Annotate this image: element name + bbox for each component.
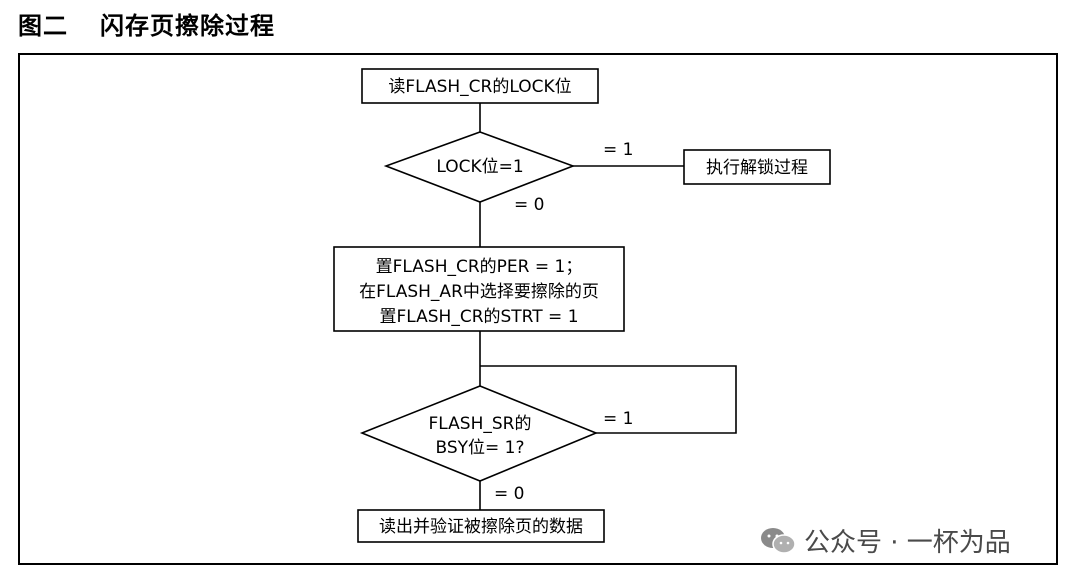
node-lock-decision-label: LOCK位=1	[436, 157, 523, 177]
figure-caption: 闪存页擦除过程	[100, 12, 275, 40]
node-unlock-label: 执行解锁过程	[706, 158, 808, 178]
watermark-text: 公众号 · 一杯为品	[804, 528, 1011, 558]
node-bsy-line-1: FLASH_SR的	[429, 414, 532, 434]
diagram-frame	[18, 53, 1058, 565]
node-read-lock-label: 读FLASH_CR的LOCK位	[388, 77, 571, 97]
edge-bsy-loop	[480, 365, 737, 434]
node-verify: 读出并验证被擦除页的数据	[357, 509, 605, 543]
node-unlock: 执行解锁过程	[683, 149, 831, 185]
figure-title: 图二 闪存页擦除过程	[18, 6, 275, 41]
watermark: 公众号 · 一杯为品	[760, 522, 1011, 559]
edge-label-bsy-yes: = 1	[603, 409, 633, 429]
node-read-lock: 读FLASH_CR的LOCK位	[361, 68, 599, 104]
edge-label-bsy-no: = 0	[494, 484, 524, 504]
node-setup: 置FLASH_CR的PER = 1； 在FLASH_AR中选择要擦除的页 置FL…	[333, 246, 625, 332]
node-verify-label: 读出并验证被擦除页的数据	[379, 517, 583, 537]
edge-label-lock-yes: = 1	[603, 140, 633, 160]
node-bsy-decision: FLASH_SR的 BSY位= 1?	[359, 385, 599, 482]
node-lock-decision: LOCK位=1	[383, 131, 576, 203]
figure-number: 图二	[18, 12, 68, 40]
wechat-icon	[761, 527, 796, 554]
node-setup-line-2: 在FLASH_AR中选择要擦除的页	[359, 282, 599, 302]
node-bsy-line-2: BSY位= 1?	[435, 438, 524, 458]
connectors	[479, 103, 737, 510]
node-setup-line-3: 置FLASH_CR的STRT = 1	[379, 307, 578, 327]
node-setup-line-1: 置FLASH_CR的PER = 1；	[376, 257, 583, 277]
edge-label-lock-no: = 0	[514, 195, 544, 215]
